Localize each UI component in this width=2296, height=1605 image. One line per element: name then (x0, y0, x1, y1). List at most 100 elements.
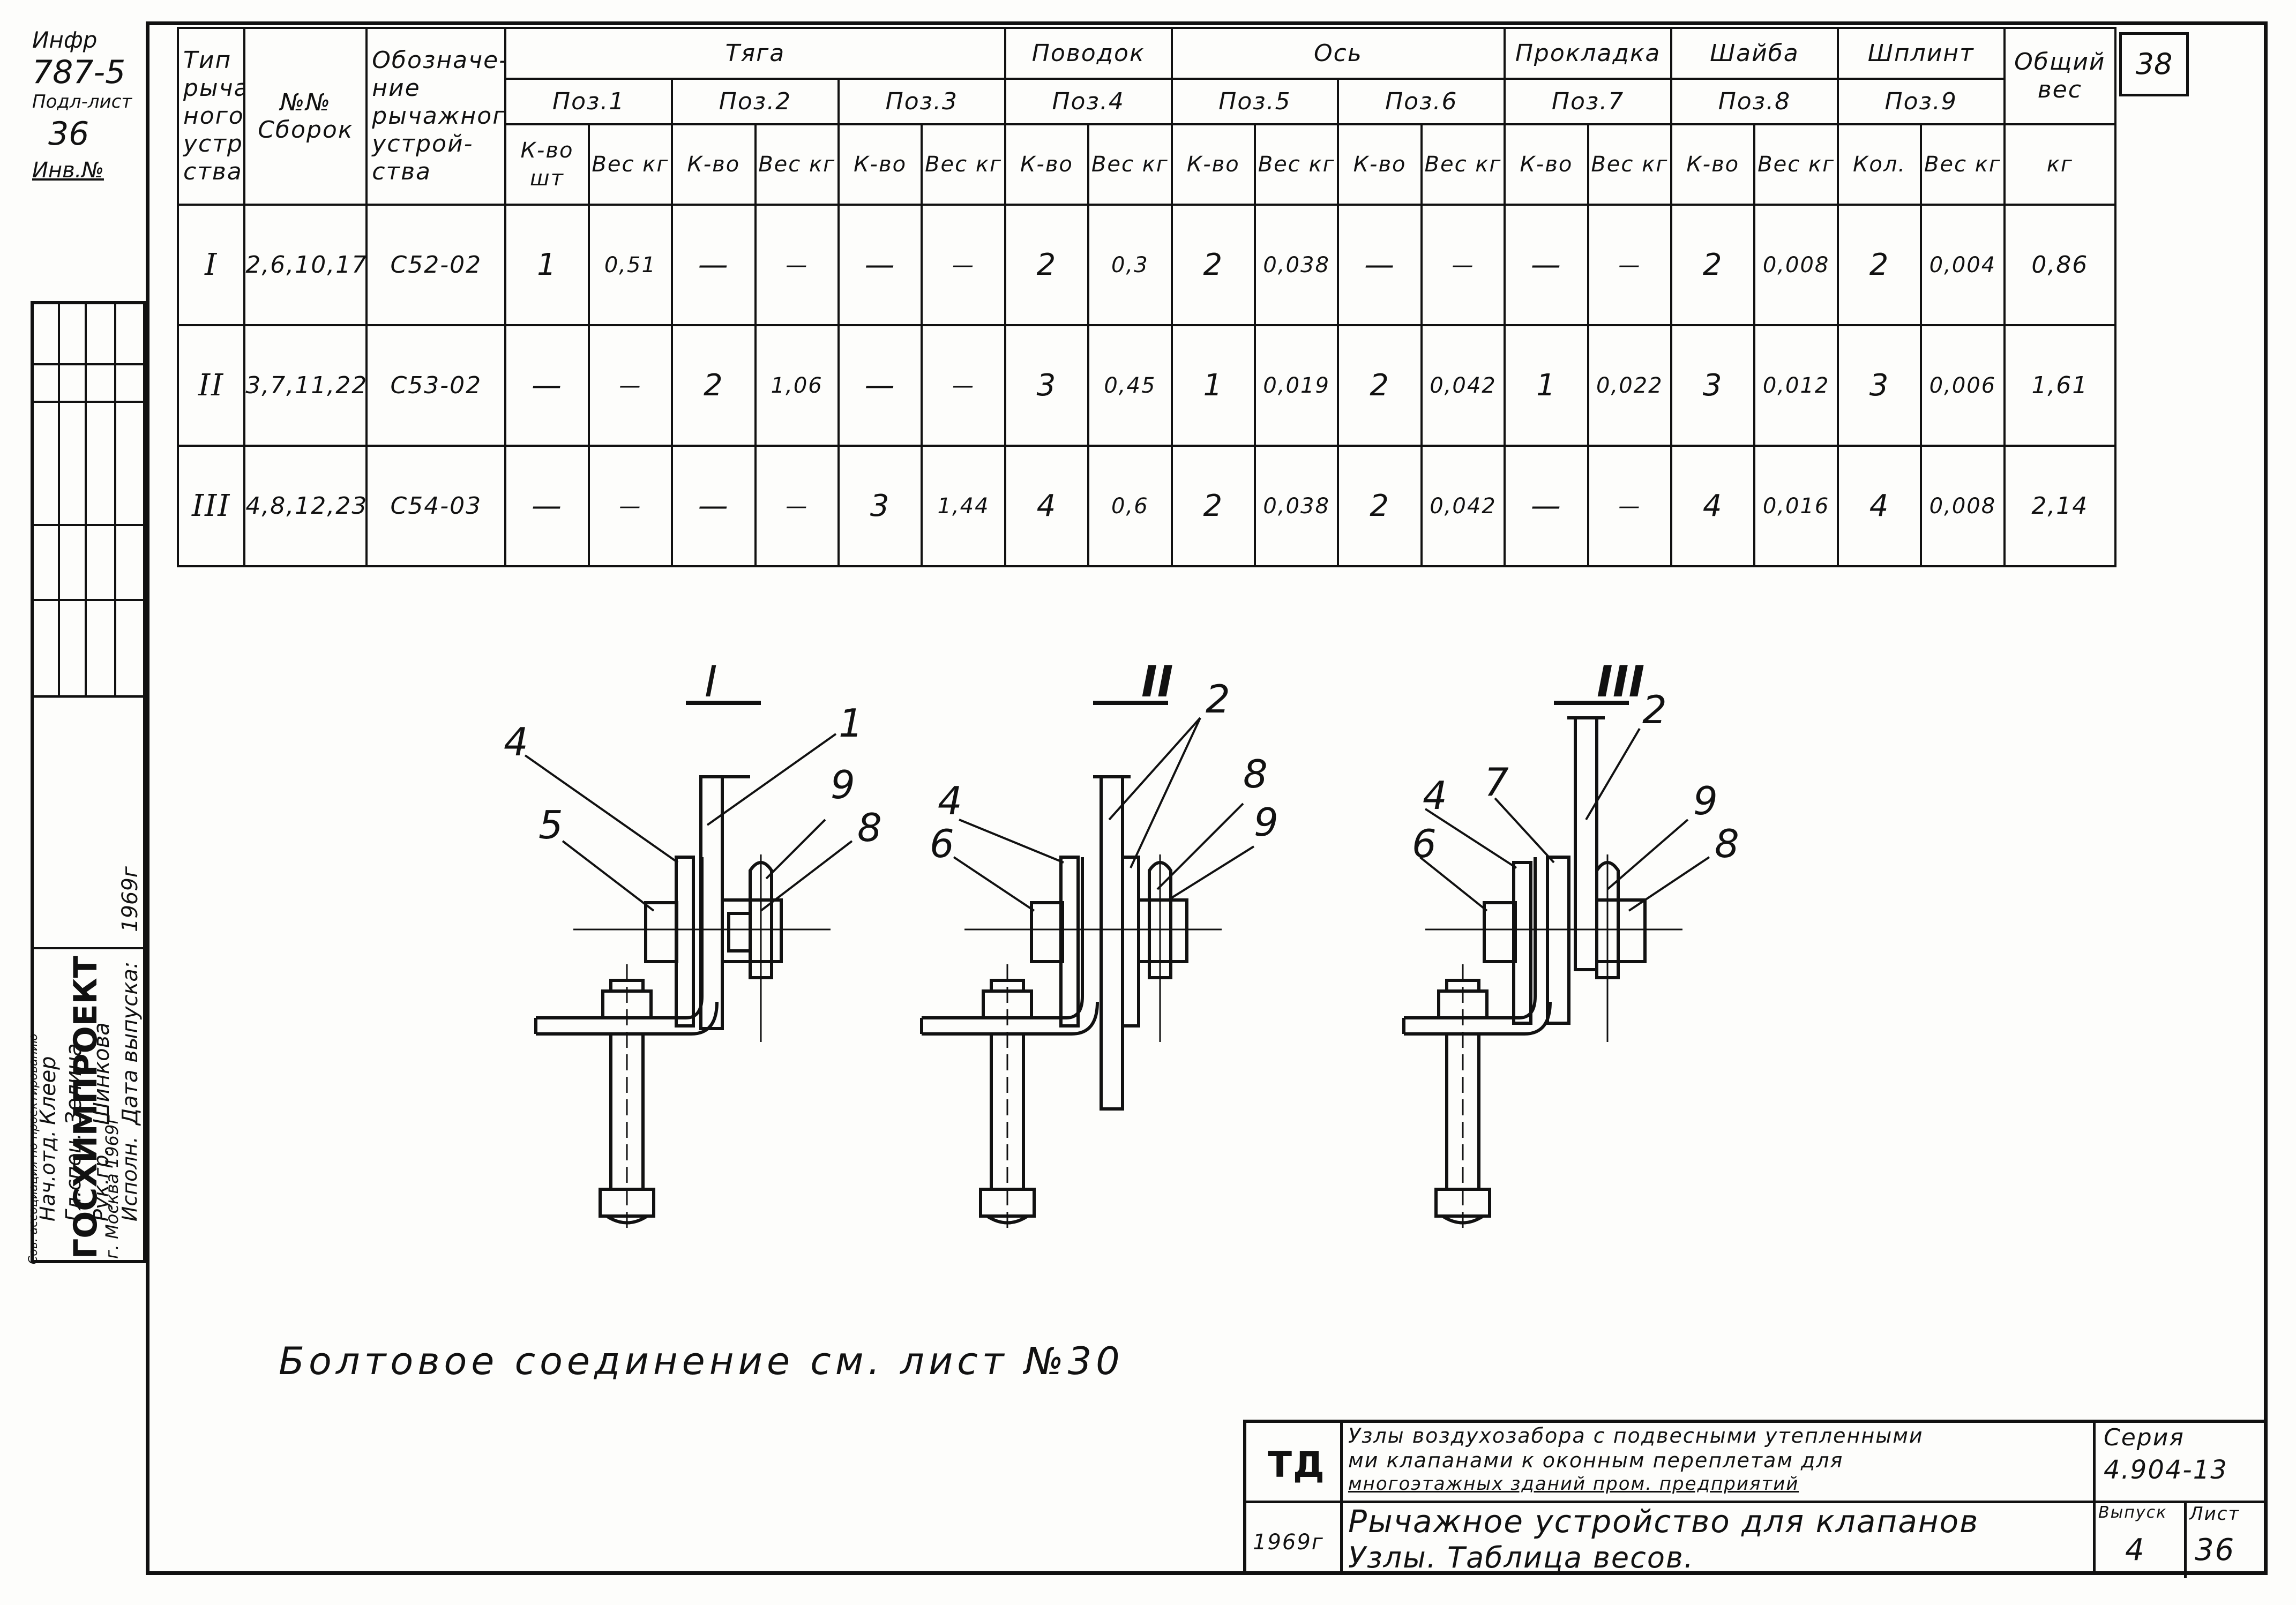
sub-weight: Вес кг (921, 123, 1006, 206)
sub-qty: К-во (1504, 123, 1589, 206)
group-header-shplint: Шплинт (1836, 27, 2006, 80)
sub-weight: Вес кг (1253, 123, 1340, 206)
table-cell: 0,022 (1587, 324, 1673, 447)
table-cell: 0,012 (1753, 324, 1839, 447)
pos-header-1: Поз.1 (504, 78, 674, 125)
side-block-grid (31, 301, 146, 1263)
table-cell: — (754, 445, 840, 567)
stamp-title-1: Узлы воздухозабора с подвесными утепленн… (1348, 1424, 1924, 1448)
stamp-title-3: многоэтажных зданий пром. предприятий (1348, 1473, 1799, 1495)
table-cell: 2 (1004, 204, 1090, 326)
stamp-year: 1969г (1253, 1530, 1324, 1555)
row-type: III (176, 445, 246, 567)
sub-qty: К-во (1170, 123, 1256, 206)
row-total: 2,14 (2003, 445, 2117, 567)
assembly-3-drawing (1402, 701, 1710, 1232)
row-type: II (176, 324, 246, 447)
table-cell: 2 (1170, 445, 1256, 567)
table-cell: 2 (1170, 204, 1256, 326)
corner-line-1: Инфр (32, 27, 98, 53)
table-cell: — (1504, 445, 1589, 567)
table-cell: 0,038 (1253, 204, 1340, 326)
table-cell: 0,006 (1920, 324, 2006, 447)
table-cell: — (587, 324, 674, 447)
drawing-frame (146, 21, 2268, 1575)
row-assemblies: 3,7,11,22 (243, 324, 368, 447)
row-type: I (176, 204, 246, 326)
assembly-drawings: I II III 4 5 1 9 8 4 6 2 8 9 4 6 7 2 9 8 (504, 657, 1739, 1232)
table-cell: — (587, 445, 674, 567)
stamp-code: ТД (1268, 1444, 1326, 1486)
title-block: ТД 1969г Узлы воздухозабора с подвесными… (1243, 1420, 2268, 1578)
row-assemblies: 2,6,10,17 (243, 204, 368, 326)
table-cell: 0,016 (1753, 445, 1839, 567)
pos-header-7: Поз.7 (1504, 78, 1673, 125)
stamp-divider (1246, 1501, 2264, 1503)
side-title-block: Нач.отд. Гл.спец. Рук.гр. Исполн. Клеер … (27, 300, 147, 1264)
callout-2-2: 2 (1206, 677, 1230, 722)
col-assembly-header: №№ Сборок (243, 27, 368, 206)
table-cell: 3 (1670, 324, 1756, 447)
bolt-connection-note: Болтовое соединение см. лист №30 (279, 1339, 1124, 1383)
table-cell: 0,008 (1920, 445, 2006, 567)
pos-header-3: Поз.3 (837, 78, 1006, 125)
issue-label: Выпуск (2098, 1503, 2167, 1522)
callout-2-8: 8 (1243, 752, 1268, 797)
stamp-title-2: ми клапанами к оконным переплетам для (1348, 1449, 1844, 1472)
table-cell: 0,019 (1253, 324, 1340, 447)
assembly-3-title: III (1597, 657, 1644, 707)
row-designation: С53-02 (365, 324, 507, 447)
table-cell: — (671, 204, 757, 326)
callout-3-9: 9 (1693, 778, 1718, 823)
row-assemblies: 4,8,12,23 (243, 445, 368, 567)
callout-1-9: 9 (831, 762, 855, 807)
callout-3-6: 6 (1412, 821, 1437, 866)
table-cell: 0,6 (1087, 445, 1173, 567)
callout-2-6: 6 (930, 821, 954, 866)
table-cell: 2 (671, 324, 757, 447)
callout-3-8: 8 (1715, 821, 1739, 866)
table-cell: 0,042 (1420, 445, 1506, 567)
sheet-number-top: 38 (2119, 32, 2189, 96)
group-header-shaiba: Шайба (1670, 27, 1839, 80)
group-header-tyaga: Тяга (504, 27, 1006, 80)
callout-1-5: 5 (539, 802, 563, 848)
org-name: ГОСХИМПРОЕКТ (67, 956, 104, 1259)
table-cell: 2 (1337, 445, 1423, 567)
table-cell: 2 (1670, 204, 1756, 326)
callout-3-2: 2 (1642, 687, 1667, 732)
org-dept: Сов. ассоциация по проектированию (27, 1033, 40, 1264)
sub-qty-first: К-во шт (504, 123, 590, 206)
corner-line-3: Подл-лист (32, 91, 132, 112)
table-cell: 3 (1004, 324, 1090, 447)
sub-total-unit: кг (2003, 123, 2117, 206)
table-cell: — (671, 445, 757, 567)
callout-2-9: 9 (1254, 800, 1278, 845)
sub-qty: К-во (671, 123, 757, 206)
sub-weight: Вес кг (1753, 123, 1839, 206)
table-cell: — (754, 204, 840, 326)
table-cell: — (1587, 445, 1673, 567)
table-cell: — (1587, 204, 1673, 326)
table-cell: 1 (1170, 324, 1256, 447)
table-cell: 1,06 (754, 324, 840, 447)
table-cell: — (1504, 204, 1589, 326)
weight-table: Типрычаж-ногоустройства №№ Сборок Обозна… (176, 27, 2117, 567)
table-cell: 0,042 (1420, 324, 1506, 447)
issue-value: 4 (2125, 1533, 2145, 1568)
sub-qty: К-во (1004, 123, 1090, 206)
row-designation: С54-03 (365, 445, 507, 567)
group-header-os: Ось (1170, 27, 1506, 80)
pos-header-9: Поз.9 (1836, 78, 2006, 125)
table-cell: 2 (1337, 324, 1423, 447)
table-cell: 0,45 (1087, 324, 1173, 447)
table-cell: 0,004 (1920, 204, 2006, 326)
callout-3-7: 7 (1484, 760, 1509, 805)
group-header-povodok: Поводок (1004, 27, 1173, 80)
table-cell: 4 (1670, 445, 1756, 567)
